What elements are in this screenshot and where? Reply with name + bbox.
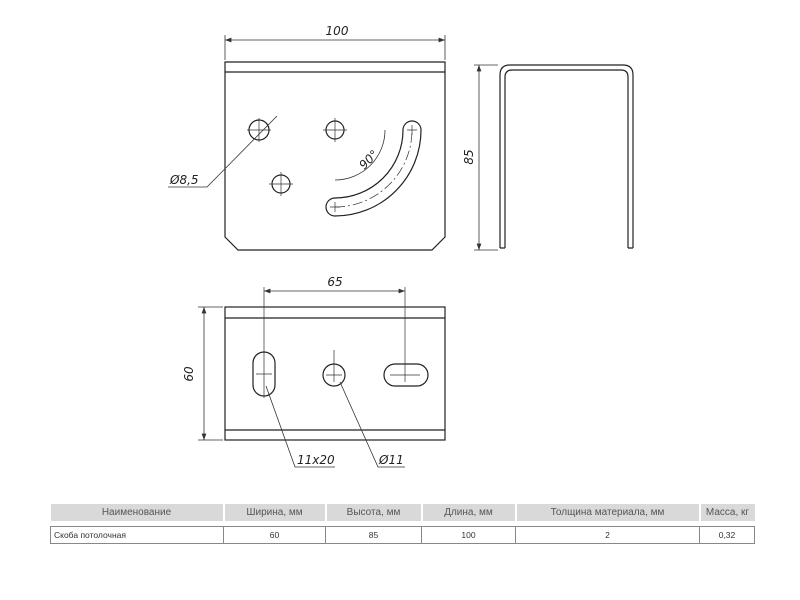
cell-thickness: 2 [515, 526, 700, 544]
col-mass: Масса, кг [699, 504, 755, 521]
hole-small-label: Ø8,5 [169, 173, 199, 187]
specs-table: Наименование Ширина, мм Высота, мм Длина… [50, 504, 755, 544]
dim-height-label: 85 [462, 149, 476, 164]
col-name: Наименование [50, 504, 225, 521]
slot-horizontal [383, 363, 429, 387]
cell-width: 60 [223, 526, 326, 544]
col-width: Ширина, мм [223, 504, 327, 521]
col-height: Высота, мм [325, 504, 423, 521]
top-view: 65 60 11x20 Ø11 [182, 275, 446, 468]
cell-height: 85 [325, 526, 422, 544]
dim-length-label: 100 [326, 24, 349, 38]
cell-length: 100 [421, 526, 516, 544]
dim-spacing-label: 65 [327, 275, 342, 289]
cell-name: Скоба потолочная [50, 526, 224, 544]
front-view: 90° 100 Ø8,5 [168, 24, 446, 251]
arc-slot [325, 120, 422, 217]
cell-mass: 0,32 [699, 526, 755, 544]
slot-angle-label: 90° [356, 147, 381, 172]
col-length: Длина, мм [421, 504, 517, 521]
dim-width-label: 60 [182, 366, 196, 382]
side-view: 85 [462, 64, 634, 251]
hole-large-label: Ø11 [378, 453, 404, 467]
slot-size-label: 11x20 [297, 453, 335, 467]
col-thickness: Толщина материала, мм [515, 504, 701, 521]
table-row: Скоба потолочная 60 85 100 2 0,32 [50, 526, 755, 544]
table-header-row: Наименование Ширина, мм Высота, мм Длина… [50, 504, 755, 521]
